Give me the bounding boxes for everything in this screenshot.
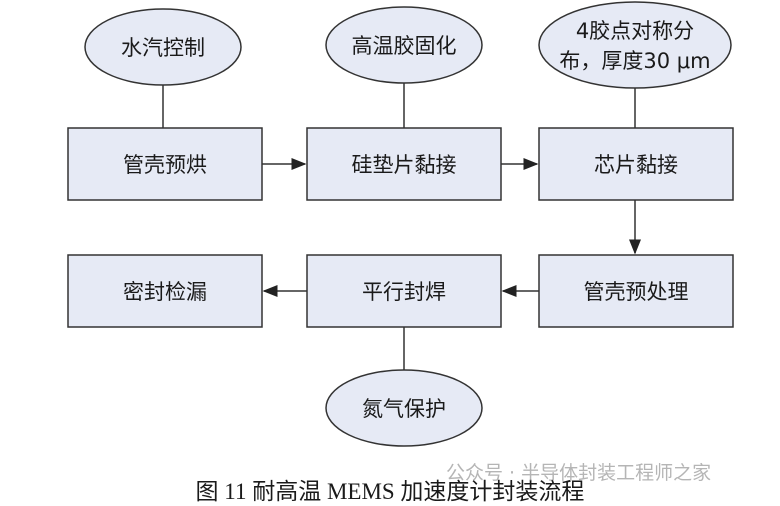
- label: 硅垫片黏接: [352, 153, 457, 177]
- label: 水汽控制: [121, 36, 205, 60]
- label: 高温胶固化: [352, 34, 457, 58]
- box-shell-pretreat: [538, 254, 734, 328]
- watermark: 公众号 · 半导体封装工程师之家: [446, 462, 712, 484]
- ellipse-glue-points: [538, 1, 732, 89]
- figure-caption: 图 11 耐高温 MEMS 加速度计封装流程: [195, 479, 585, 504]
- ellipse-water-control: [84, 8, 242, 86]
- label: 布，厚度30 μm: [559, 49, 710, 73]
- label: 芯片黏接: [594, 153, 678, 177]
- ellipse-high-temp-cure: [325, 6, 483, 84]
- label: 管壳预处理: [584, 280, 689, 304]
- label: 4胶点对称分: [576, 19, 694, 43]
- label: 氮气保护: [362, 397, 446, 421]
- ellipse-nitrogen: [325, 369, 483, 447]
- box-parallel-seal: [306, 254, 502, 328]
- box-spacer-bond: [306, 127, 502, 201]
- box-leak-test: [67, 254, 263, 328]
- label: 平行封焊: [362, 280, 446, 304]
- box-chip-bond: [538, 127, 734, 201]
- label: 管壳预烘: [123, 153, 207, 177]
- label: 密封检漏: [123, 280, 207, 304]
- box-shell-prebake: [67, 127, 263, 201]
